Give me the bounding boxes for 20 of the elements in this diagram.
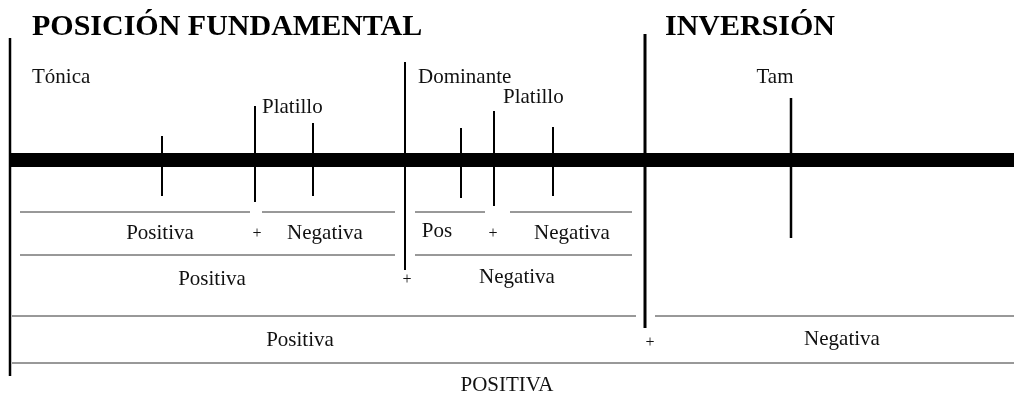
instrument-label: Platillo: [262, 96, 323, 117]
plus-sign: +: [402, 271, 412, 287]
chord-label: Tam: [756, 66, 794, 87]
instrument-label: Platillo: [503, 86, 564, 107]
polarity-label: Positiva: [126, 222, 194, 243]
plus-sign: +: [645, 334, 655, 350]
polarity-label: POSITIVA: [460, 374, 554, 395]
polarity-label: Negativa: [479, 266, 555, 287]
plus-sign: +: [252, 225, 262, 241]
chord-label: Tónica: [32, 66, 91, 87]
heading: INVERSIÓN: [665, 10, 836, 40]
polarity-label: Negativa: [534, 222, 610, 243]
polarity-label: Positiva: [178, 268, 246, 289]
polarity-label: Positiva: [266, 329, 334, 350]
chord-label: Dominante: [418, 66, 512, 87]
polarity-label: Negativa: [804, 328, 880, 349]
polarity-label: Pos: [421, 220, 453, 241]
polarity-label: Negativa: [287, 222, 363, 243]
plus-sign: +: [488, 225, 498, 241]
heading: POSICIÓN FUNDAMENTAL: [32, 10, 423, 40]
